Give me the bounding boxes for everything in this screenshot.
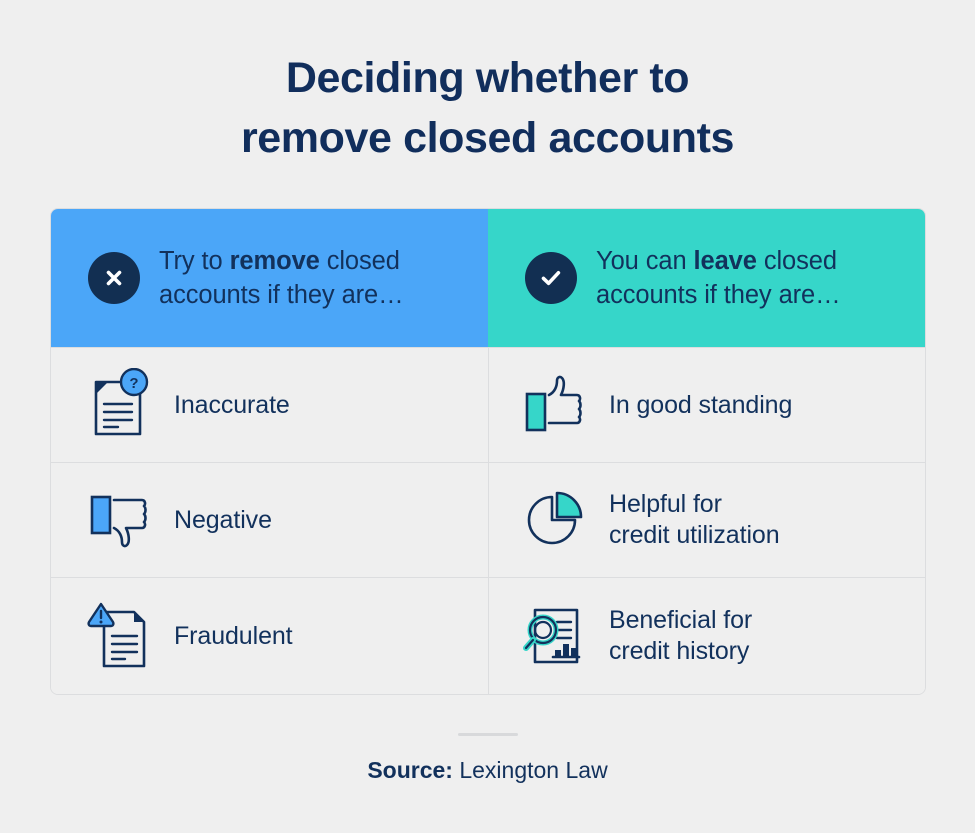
header-leave-line-1: You can leave closed <box>596 247 837 275</box>
row-label: Negative <box>174 505 272 536</box>
header-remove-line-2: accounts if they are… <box>159 281 404 309</box>
row-label: Inaccurate <box>174 390 290 421</box>
page-title: Deciding whether to remove closed accoun… <box>0 48 975 168</box>
table-header-leave: You can leave closed accounts if they ar… <box>488 209 925 347</box>
row-label-line-1: Helpful for <box>609 490 722 518</box>
footer-divider <box>458 733 518 736</box>
table-row: Beneficial for credit history <box>488 577 925 694</box>
table-header-leave-label: You can leave closed accounts if they ar… <box>596 244 925 312</box>
page-title-line-1: Deciding whether to <box>285 54 690 102</box>
comparison-table: Try to remove closed accounts if they ar… <box>51 209 925 694</box>
table-header-remove: Try to remove closed accounts if they ar… <box>51 209 488 347</box>
document-magnifier-icon <box>519 600 597 672</box>
header-leave-line-2: accounts if they are… <box>596 281 841 309</box>
row-label: Beneficial for credit history <box>609 605 752 667</box>
document-warning-icon <box>84 598 162 674</box>
header-remove-text-after: closed <box>319 247 400 275</box>
header-remove-text-bold: remove <box>229 247 320 275</box>
table-row: Helpful for credit utilization <box>488 462 925 577</box>
table-row: Negative <box>51 462 488 577</box>
row-label-line-1: Beneficial for <box>609 606 753 634</box>
thumbs-down-icon <box>84 487 162 553</box>
header-leave-text-after: closed <box>756 247 837 275</box>
table-header-remove-label: Try to remove closed accounts if they ar… <box>159 244 488 312</box>
row-label-line-2: credit utilization <box>609 521 780 549</box>
source-value: Lexington Law <box>459 757 608 783</box>
x-mark-icon <box>88 252 140 304</box>
table-row: In good standing <box>488 347 925 462</box>
thumbs-up-icon <box>519 372 597 438</box>
header-remove-text-before: Try to <box>159 247 230 275</box>
row-label-line-2: credit history <box>609 637 750 665</box>
table-row: ? Inaccurate <box>51 347 488 462</box>
header-leave-text-bold: leave <box>693 247 757 275</box>
row-label-line-1: Inaccurate <box>174 390 290 419</box>
pie-chart-icon <box>519 485 597 555</box>
row-label: Fraudulent <box>174 621 293 652</box>
document-question-icon: ? <box>84 368 162 442</box>
row-label: In good standing <box>609 390 792 421</box>
row-label-line-1: Fraudulent <box>174 621 293 650</box>
source-label: Source: <box>367 757 453 783</box>
svg-text:?: ? <box>129 375 138 392</box>
row-label-line-1: Negative <box>174 505 272 534</box>
check-mark-icon <box>525 252 577 304</box>
header-remove-line-1: Try to remove closed <box>159 247 400 275</box>
header-leave-text-before: You can <box>596 247 694 275</box>
page-title-line-2: remove closed accounts <box>240 114 735 162</box>
row-label: Helpful for credit utilization <box>609 489 780 551</box>
source-attribution: Source: Lexington Law <box>0 757 975 784</box>
table-row: Fraudulent <box>51 577 488 694</box>
row-label-line-1: In good standing <box>609 390 793 419</box>
